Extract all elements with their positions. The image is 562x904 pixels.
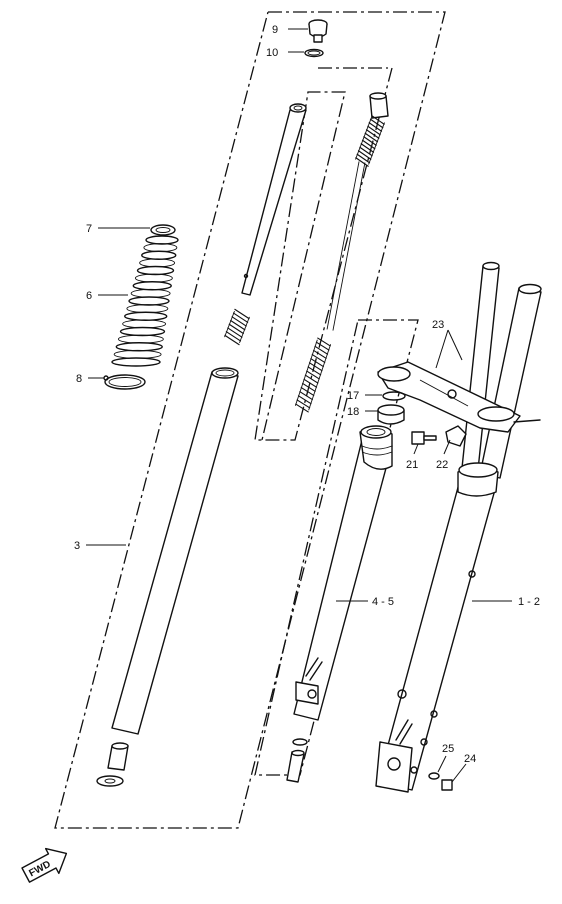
part-dust-boot [111,235,179,367]
part-rebound-spring [224,308,250,346]
part-fork-assembly-right [375,261,542,793]
part-under-bracket [377,361,541,433]
forward-direction-badge: FWD [21,847,68,883]
part-fork-spring [294,115,385,413]
callout-25: 25 [442,743,454,755]
callout-18: 18 [347,406,359,418]
group-outline-spring-right [254,67,393,441]
callout-4-5: 4 - 5 [372,596,394,608]
callout-7: 7 [86,223,92,235]
part-o-ring [304,48,324,58]
part-cap-bolt [308,19,328,43]
part-drain-washer [286,738,308,783]
part-washer-small [428,772,440,780]
callout-3: 3 [74,540,80,552]
part-inner-tube [111,367,239,735]
part-clamp [445,425,467,447]
callout-24: 24 [464,753,476,765]
callout-8: 8 [76,373,82,385]
callout-9: 9 [272,24,278,36]
part-lower-collar [96,742,129,787]
leader-lines [86,28,512,783]
callout-6: 6 [86,290,92,302]
part-pinch-bolt [411,431,437,445]
group-outline-left-fork [54,11,446,829]
callout-22: 22 [436,459,448,471]
part-boot-band [103,374,146,390]
callout-10: 10 [266,47,278,59]
part-damper-rod [241,103,307,296]
part-boot-clip [150,224,176,236]
callout-21: 21 [406,459,418,471]
part-spacer-collar [369,92,389,119]
part-oil-seal [377,391,406,425]
callout-17: 17 [347,390,359,402]
callout-23: 23 [432,319,444,331]
part-outer-tube-left [293,425,393,721]
callout-1-2: 1 - 2 [518,596,540,608]
part-axle-bolt [441,779,453,791]
